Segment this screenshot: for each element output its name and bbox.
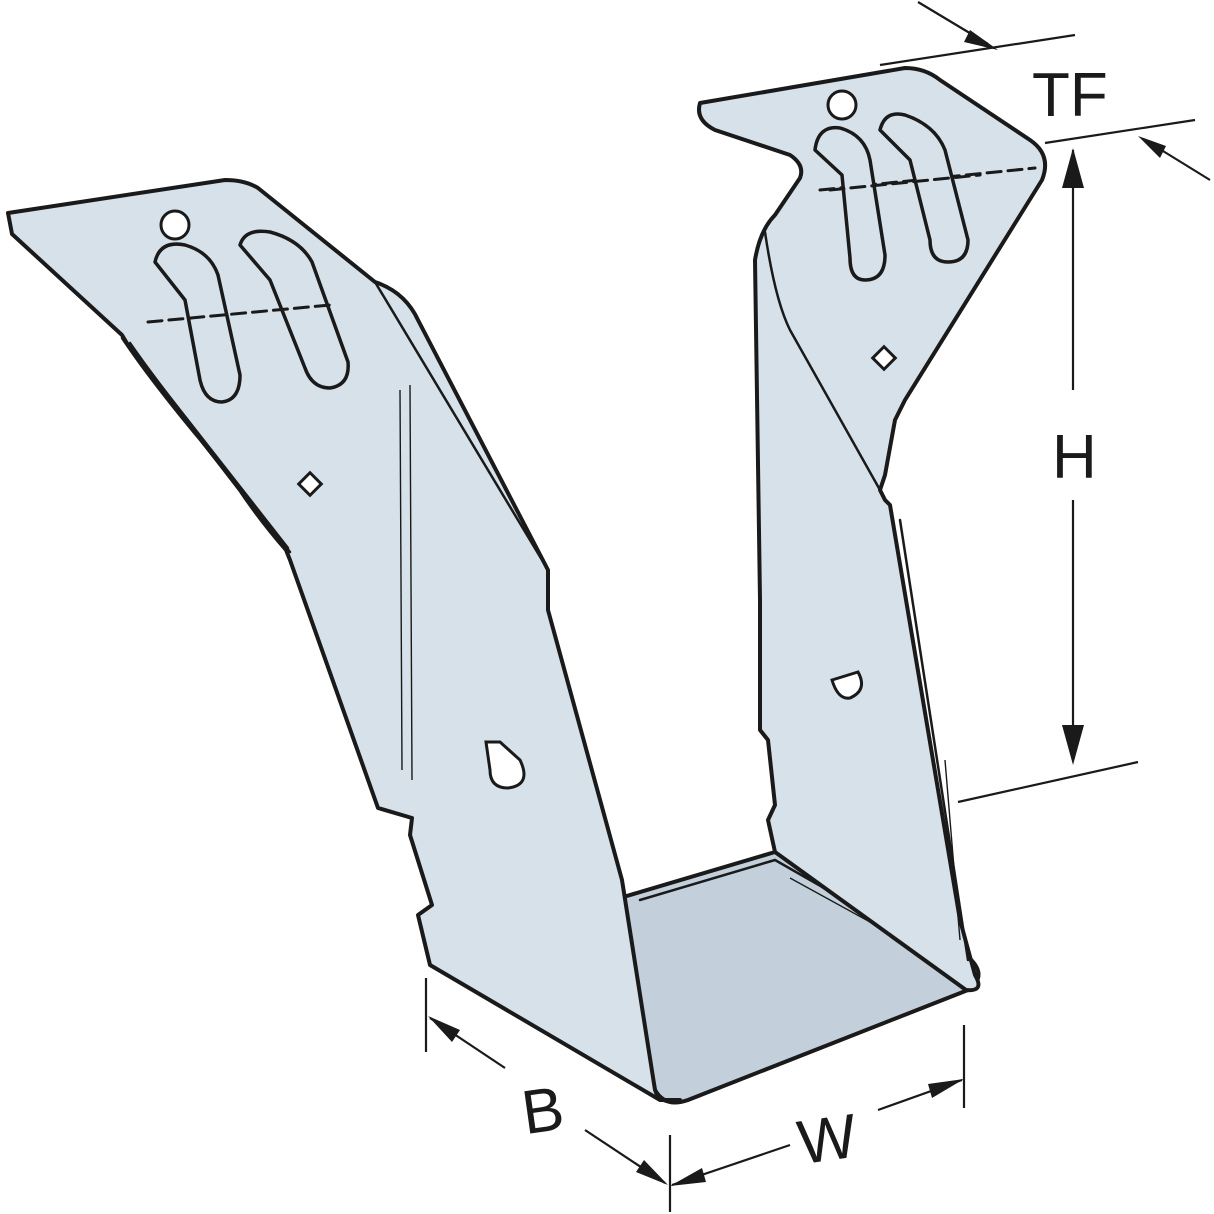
w-label: W <box>793 1102 861 1179</box>
slot-icon <box>813 125 887 282</box>
b-dimension: B <box>424 978 668 1185</box>
tf-label: TF <box>1032 61 1108 130</box>
fastener-hole-icon <box>826 89 858 121</box>
b-label: B <box>518 1074 569 1148</box>
dome-nail-hole-icon <box>484 740 526 790</box>
slot-icon <box>153 242 242 404</box>
right-flange-details <box>813 89 982 700</box>
dome-nail-hole-icon <box>830 670 864 700</box>
w-dimension: W <box>668 1025 966 1212</box>
left-side-plate <box>6 178 682 1104</box>
left-flange-details <box>120 209 526 790</box>
slot-icon <box>878 112 970 264</box>
tf-dimension: TF <box>879 1 1211 181</box>
h-dimension: H <box>957 148 1139 804</box>
diamond-hole-icon <box>870 344 898 372</box>
h-label: H <box>1052 423 1097 492</box>
fastener-hole-icon <box>159 209 191 241</box>
diamond-hole-icon <box>296 470 324 498</box>
